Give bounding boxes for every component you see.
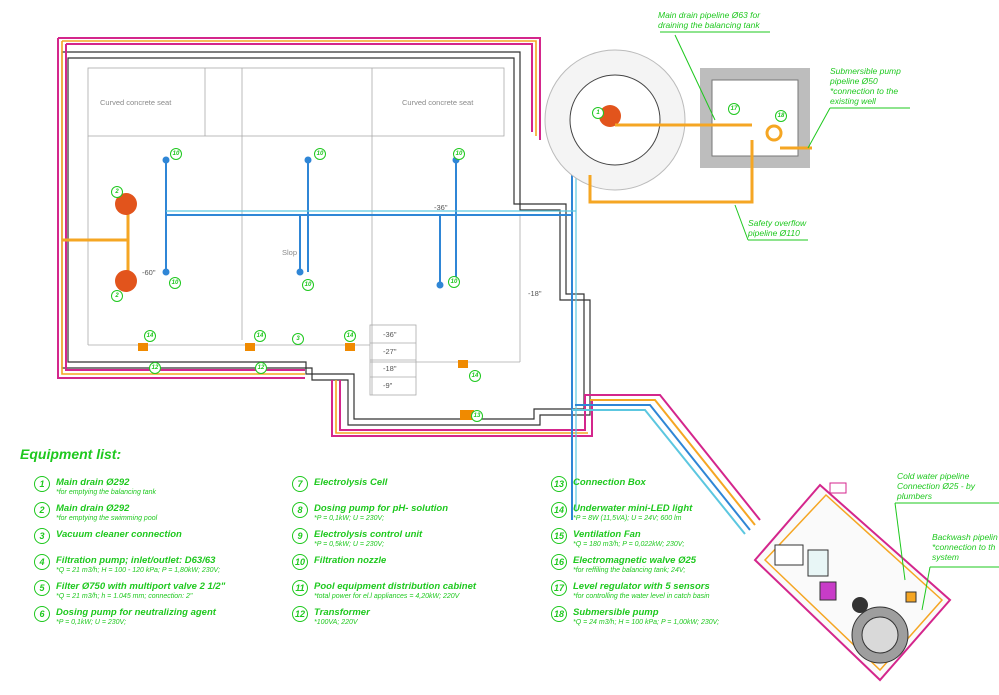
depth-label: -36" <box>383 330 397 339</box>
filtration-nozzles <box>162 156 460 289</box>
depth-label: -18" <box>383 364 397 373</box>
balancing-tank <box>544 49 686 191</box>
annotation-cold-water: Cold water pipeline Connection Ø25 - by … <box>897 471 975 501</box>
reference-tag: 13 <box>471 410 483 422</box>
reference-tag: 2 <box>111 290 123 302</box>
reference-tag: 14 <box>344 330 356 342</box>
perimeter-pipe-orange <box>61 40 588 434</box>
seat-label-left: Curved concrete seat <box>100 98 172 107</box>
reference-tag: 12 <box>149 362 161 374</box>
reference-tag: 17 <box>728 103 740 115</box>
annotation-overflow: Safety overflow pipeline Ø110 <box>748 218 807 238</box>
reference-tag: 2 <box>111 186 123 198</box>
led-lights <box>138 343 474 420</box>
depth-label: -36" <box>434 203 448 212</box>
annotation-leaders <box>660 31 999 611</box>
drain-pipe-orange <box>62 200 130 280</box>
reference-tag: 18 <box>775 110 787 122</box>
reference-tag: 14 <box>254 330 266 342</box>
annotation-main-drain: Main drain pipeline Ø63 for draining the… <box>658 10 761 30</box>
pool-walls <box>61 51 591 426</box>
annotation-backwash: Backwash pipelin *connection to th syste… <box>932 532 998 562</box>
main-drains <box>115 193 137 292</box>
equipment-room <box>753 482 952 682</box>
equipment-list-title: Equipment list: <box>20 446 122 462</box>
pool-floor-grid <box>87 67 521 396</box>
annotation-submersible: Submersible pump pipeline Ø50 *connectio… <box>830 66 901 106</box>
seat-label-right: Curved concrete seat <box>402 98 474 107</box>
slope-label: Slop <box>282 248 298 257</box>
reference-tag: 12 <box>255 362 267 374</box>
reference-tag: 10 <box>169 277 181 289</box>
filtration-pipe-cyan <box>166 172 577 512</box>
depth-label: -27" <box>383 347 397 356</box>
catch-basin <box>700 68 810 168</box>
reference-tag: 1 <box>592 107 604 119</box>
reference-tag: 10 <box>453 148 465 160</box>
depth-label: -18" <box>528 289 542 298</box>
perimeter-pipe-magenta <box>57 37 598 437</box>
reference-tag: 14 <box>469 370 481 382</box>
reference-tag: 14 <box>144 330 156 342</box>
diagonal-pipe-run <box>572 394 761 535</box>
reference-tag: 10 <box>448 276 460 288</box>
reference-tag: 10 <box>170 148 182 160</box>
reference-tag: 10 <box>314 148 326 160</box>
overflow-pipe <box>588 123 812 204</box>
filtration-pipe-blue <box>165 160 573 520</box>
depth-label: -60" <box>142 268 156 277</box>
reference-tag: 10 <box>302 279 314 291</box>
reference-tag: 3 <box>292 333 304 345</box>
depth-label: -9" <box>383 381 393 390</box>
